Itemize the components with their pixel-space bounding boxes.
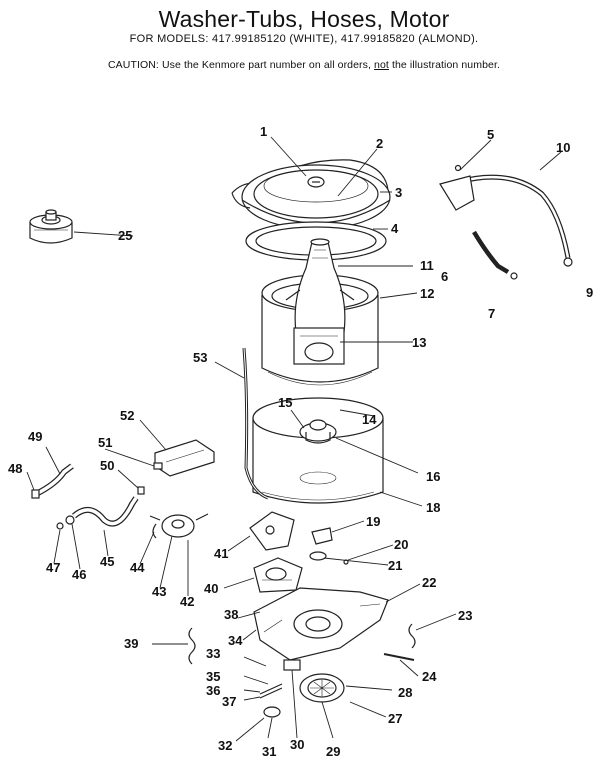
caution-note: CAUTION: Use the Kenmore part number on …	[0, 59, 608, 71]
callout-24: 24	[422, 669, 437, 684]
part-49-hose	[31, 463, 74, 499]
part-24-link	[383, 653, 415, 661]
part-47-washer	[56, 522, 64, 530]
callout-37: 37	[222, 694, 236, 709]
callout-45: 45	[100, 554, 114, 569]
callout-35: 35	[206, 669, 220, 684]
callout-10: 10	[556, 140, 570, 155]
part-7-washer	[510, 272, 518, 280]
callout-18: 18	[426, 500, 440, 515]
callout-23: 23	[458, 608, 472, 623]
callout-15: 15	[278, 395, 292, 410]
callout-34: 34	[228, 633, 243, 648]
part-23-spring	[408, 623, 416, 649]
callout-46: 46	[72, 567, 86, 582]
callout-49: 49	[28, 429, 42, 444]
callout-20: 20	[394, 537, 408, 552]
callout-12: 12	[420, 286, 434, 301]
callout-6: 6	[441, 269, 448, 284]
part-1-3-tub-ring	[231, 159, 391, 230]
callout-5: 5	[487, 127, 494, 142]
callout-41: 41	[214, 546, 228, 561]
leader-lines	[26, 136, 562, 742]
callout-42: 42	[180, 594, 194, 609]
callout-48: 48	[8, 461, 22, 476]
callout-28: 28	[398, 685, 412, 700]
caution-prefix: CAUTION: Use the Kenmore part number on …	[107, 59, 375, 71]
part-10-inlet-hose	[439, 174, 573, 267]
part-35-37-pins	[259, 683, 283, 699]
part-16-hub	[299, 419, 337, 444]
callout-7: 7	[488, 306, 495, 321]
page-title: Washer-Tubs, Hoses, Motor	[158, 6, 450, 32]
part-44-clip	[152, 523, 157, 539]
callout-16: 16	[426, 469, 440, 484]
callout-52: 52	[120, 408, 134, 423]
callout-53: 53	[193, 350, 207, 365]
callout-29: 29	[326, 744, 340, 759]
callout-30: 30	[290, 737, 304, 752]
callout-2: 2	[376, 136, 383, 151]
callout-21: 21	[388, 558, 402, 573]
callout-9: 9	[586, 285, 593, 300]
callout-32: 32	[218, 738, 232, 753]
part-19-coupling	[311, 527, 333, 545]
part-5-screw	[454, 164, 462, 172]
callout-4: 4	[391, 221, 399, 236]
callout-25: 25	[118, 228, 132, 243]
callout-43: 43	[152, 584, 166, 599]
callout-33: 33	[206, 646, 220, 661]
callout-14: 14	[362, 412, 377, 427]
callout-1: 1	[260, 124, 267, 139]
callout-51: 51	[98, 435, 112, 450]
callout-13: 13	[412, 335, 426, 350]
part-6-hose	[472, 230, 510, 274]
callout-22: 22	[422, 575, 436, 590]
part-13-drive-block	[293, 327, 345, 365]
callout-44: 44	[130, 560, 145, 575]
part-25-agitator-cap	[29, 209, 73, 244]
part-50-clamp	[137, 486, 145, 495]
part-52-bracket	[154, 439, 215, 477]
part-21-washer	[309, 551, 327, 561]
part-39-spring	[188, 627, 196, 665]
callout-50: 50	[100, 458, 114, 473]
part-41-plate	[249, 511, 295, 551]
part-40-transmission	[253, 557, 303, 593]
callout-31: 31	[262, 744, 276, 759]
part-34-block	[283, 659, 301, 671]
part-51-clip	[153, 462, 163, 470]
part-46-clamp	[65, 515, 75, 525]
callout-39: 39	[124, 636, 138, 651]
part-43-pump	[149, 513, 209, 538]
callout-47: 47	[46, 560, 60, 575]
caution-emphasis: not	[374, 59, 389, 71]
part-18-outer-tub	[252, 397, 384, 504]
callout-27: 27	[388, 711, 402, 726]
callout-36: 36	[206, 683, 220, 698]
callout-40: 40	[204, 581, 218, 596]
part-53-hose-inner	[243, 347, 269, 499]
callout-19: 19	[366, 514, 380, 529]
callout-11: 11	[420, 258, 434, 273]
part-28-pulley	[299, 673, 345, 703]
part-31-nut	[263, 706, 281, 718]
models-line: FOR MODELS: 417.99185120 (WHITE), 417.99…	[129, 33, 479, 45]
callout-3: 3	[395, 185, 402, 200]
caution-suffix: the illustration number.	[388, 59, 501, 71]
callout-38: 38	[224, 607, 238, 622]
part-22-base	[253, 587, 389, 661]
part-45-drain-hose	[72, 496, 139, 527]
